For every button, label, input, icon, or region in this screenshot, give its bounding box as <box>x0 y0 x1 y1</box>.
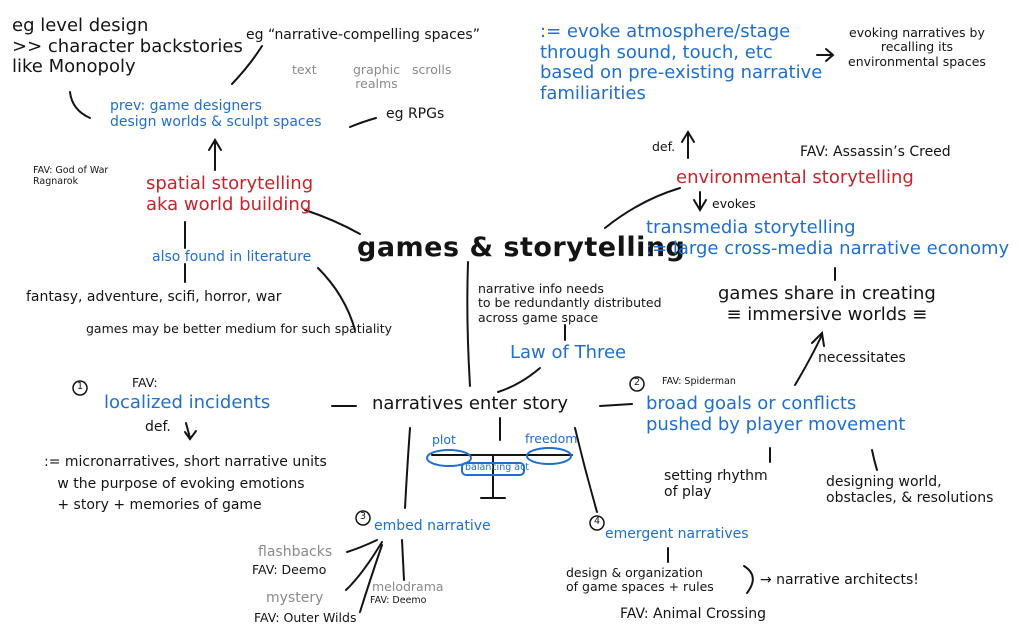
recalling-spaces-note: evoking narratives by recalling its envi… <box>848 25 986 69</box>
fav-assassins-creed: FAV: Assassin’s Creed <box>800 144 951 160</box>
space-type-graphic-realms: graphic realms <box>353 62 400 92</box>
arrow-def-down <box>184 422 197 441</box>
def-label-localized: def. <box>145 419 171 435</box>
line-example-to-prev <box>69 91 91 119</box>
line-embed-to-fav3 <box>359 544 383 613</box>
num-circle-1 <box>72 380 88 396</box>
num-4: 4 <box>594 516 601 527</box>
num-circle-3 <box>355 510 371 526</box>
line-center-to-env <box>604 187 681 229</box>
setting-rhythm: setting rhythm of play <box>664 468 768 501</box>
num-1: 1 <box>77 381 84 392</box>
balance-freedom-label: freedom <box>525 431 578 446</box>
genres-list: fantasy, adventure, scifi, horror, war <box>26 289 282 305</box>
num-2: 2 <box>634 377 641 388</box>
emergent-narratives-title: emergent narratives <box>605 526 749 542</box>
central-topic: games & storytelling <box>357 232 686 263</box>
law-of-three-title: Law of Three <box>510 342 627 363</box>
line-embed-to-melodrama <box>401 539 405 581</box>
rpg-example: eg RPGs <box>386 106 445 122</box>
def-label-env: def. <box>652 139 676 154</box>
fav-god-of-war: FAV: God of War Ragnarok <box>33 165 109 187</box>
narrative-architects: → narrative architects! <box>760 572 919 588</box>
balancing-act-label: balancing act <box>465 462 530 473</box>
fav-animal-crossing: FAV: Animal Crossing <box>620 606 766 622</box>
spatial-storytelling-title: spatial storytelling aka world building <box>146 173 314 215</box>
law-of-three-note: narrative info needs to be redundantly d… <box>478 281 662 325</box>
line-spaces-to-prev <box>231 45 263 85</box>
balance-pan-freedom <box>526 447 572 465</box>
arrow-to-recall <box>816 48 835 62</box>
brace-design <box>743 565 754 594</box>
necessitates-label: necessitates <box>818 350 906 366</box>
also-found-in-literature: also found in literature <box>152 249 312 265</box>
transmedia-storytelling: transmedia storytelling := large cross-m… <box>646 217 1010 259</box>
embed-narrative-title: embed narrative <box>374 518 491 534</box>
space-type-text: text <box>292 62 317 77</box>
line-embed-to-mystery <box>345 541 383 591</box>
fav-deemo-2: FAV: Deemo <box>370 595 427 606</box>
fav-localized: FAV: <box>132 375 158 390</box>
arrowhead-prev <box>208 138 222 151</box>
space-type-scrolls: scrolls <box>412 62 452 77</box>
line-law-to-narratives <box>497 367 541 393</box>
narratives-enter-story: narratives enter story <box>372 393 569 414</box>
fav-spiderman: FAV: Spiderman <box>662 376 736 387</box>
line-embed-to-flashbacks <box>346 539 378 553</box>
line-broad-to-designing <box>871 449 878 471</box>
line-prev-to-rpg <box>349 117 377 128</box>
designing-world: designing world, obstacles, & resolution… <box>826 474 994 507</box>
line-center-to-narratives <box>466 261 471 387</box>
narrative-spaces-example: eg “narrative-compelling spaces” <box>246 27 480 43</box>
fav-deemo-1: FAV: Deemo <box>252 562 327 577</box>
localized-incidents-title: localized incidents <box>104 392 271 413</box>
num-3: 3 <box>360 511 367 522</box>
arrow-broad-to-immersive <box>794 330 825 386</box>
line-literature-to-note <box>317 267 356 331</box>
melodrama-label: melodrama <box>372 579 444 594</box>
balance-plot-label: plot <box>432 432 456 447</box>
immersive-worlds: games share in creating ≡ immersive worl… <box>718 283 936 325</box>
line-narratives-to-broad <box>599 403 633 407</box>
balance-act-box <box>461 462 525 476</box>
design-organization: design & organization of game spaces + r… <box>566 565 714 595</box>
num-circle-4 <box>589 515 605 531</box>
micronarratives-definition: := micronarratives, short narrative unit… <box>44 454 327 514</box>
mystery-label: mystery <box>266 590 324 606</box>
fav-outer-wilds: FAV: Outer Wilds <box>254 610 357 625</box>
level-design-example: eg level design >> character backstories… <box>12 15 243 78</box>
prev-game-designers: prev: game designers design worlds & scu… <box>110 98 322 131</box>
broad-goals-title: broad goals or conflicts pushed by playe… <box>646 393 906 435</box>
num-circle-2 <box>629 376 645 392</box>
line-narratives-to-embed <box>404 427 411 509</box>
line-spatial-to-center <box>304 209 361 235</box>
balance-pan-plot <box>426 449 472 467</box>
arrow-evokes <box>693 191 707 212</box>
environmental-storytelling-title: environmental storytelling <box>676 167 914 188</box>
better-medium-note: games may be better medium for such spat… <box>86 321 393 336</box>
flashbacks-label: flashbacks <box>258 544 333 560</box>
evokes-label: evokes <box>712 196 756 211</box>
arrow-env-to-definition <box>681 130 695 159</box>
env-definition: := evoke atmosphere/stage through sound,… <box>540 21 823 105</box>
line-narratives-to-emergent <box>574 427 598 513</box>
